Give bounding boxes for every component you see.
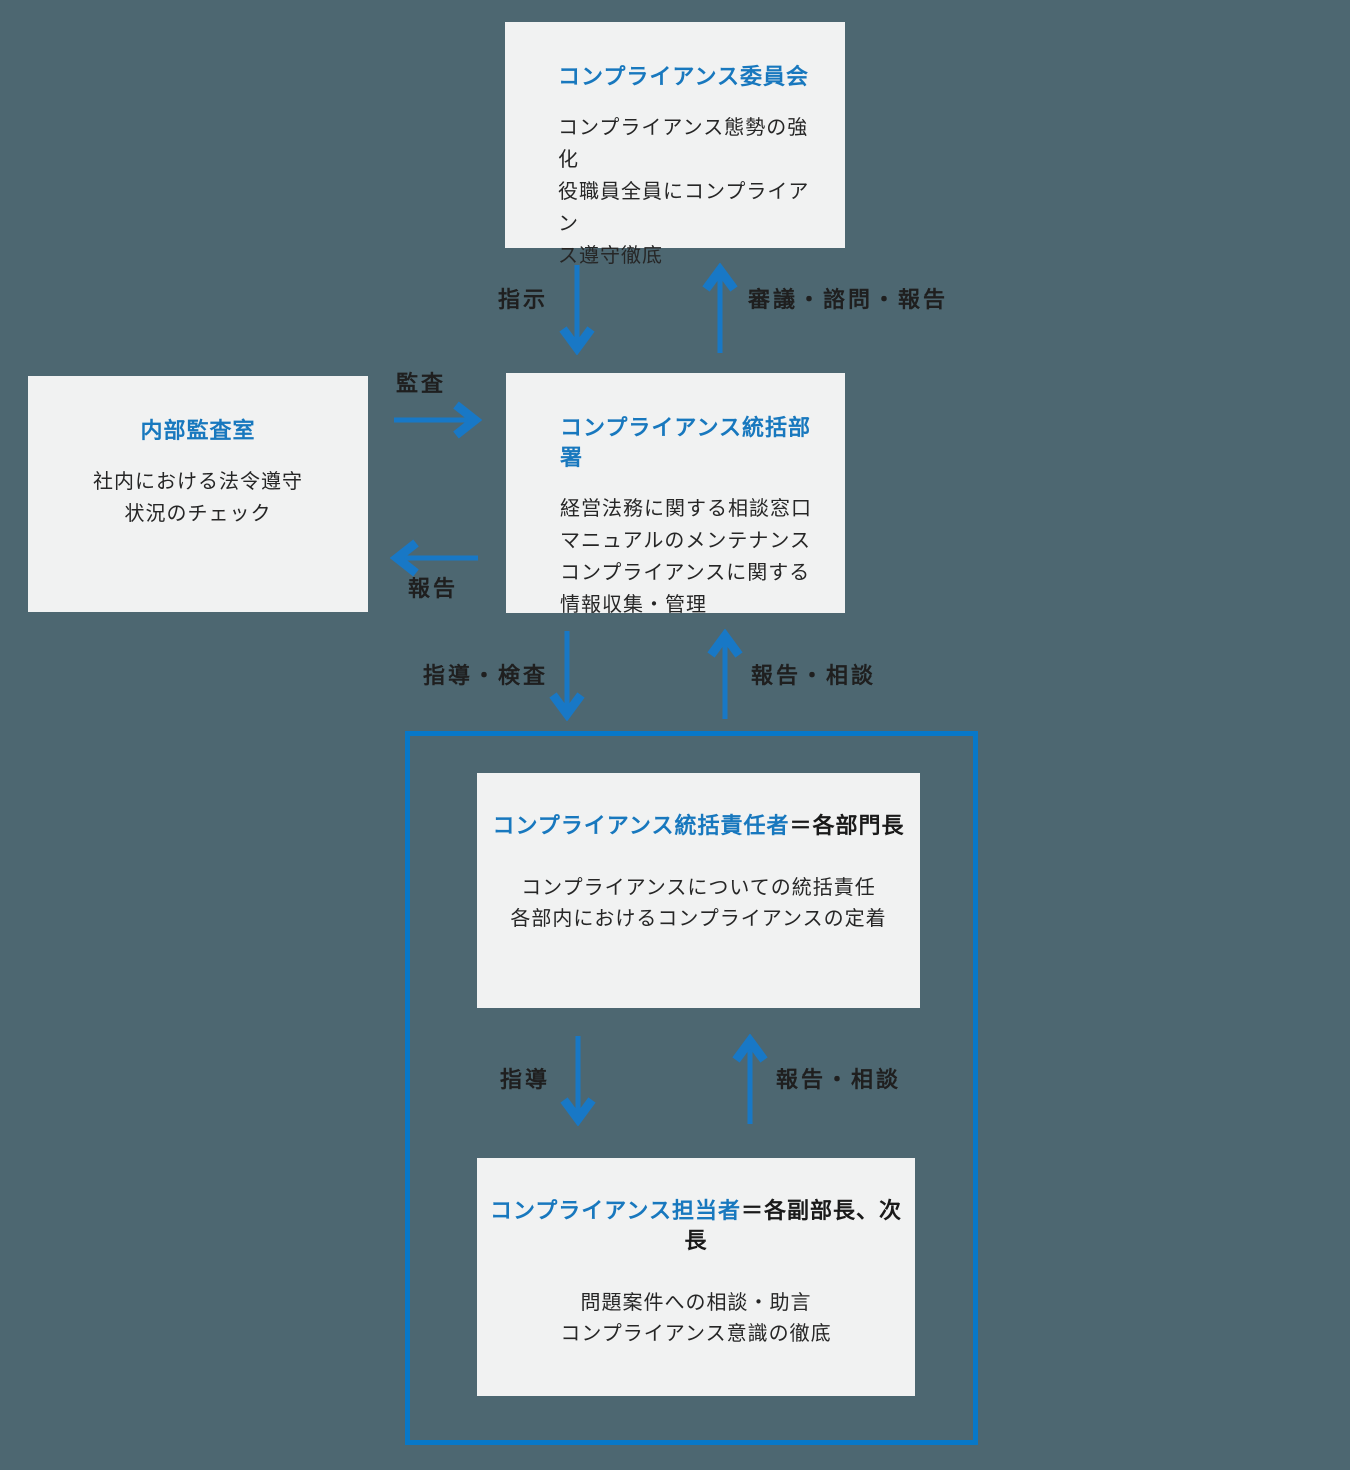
report-label: 報告 [408,576,459,601]
control-manager-title-black: ＝各部門長 [789,813,905,838]
internal-audit-line: 状況のチェック [124,503,272,525]
report-consultation-lower-label: 報告・相談 [776,1067,902,1092]
report-consultation-upper-label: 報告・相談 [751,663,877,688]
committee-line: コンプライアンス態勢の強化 [558,117,809,171]
staff-title-black: ＝各副部長、次長 [684,1198,903,1253]
staff-title: コンプライアンス担当者＝各副部長、次長 [487,1196,905,1256]
guidance-inspection-label: 指導・検査 [423,663,549,688]
arrow-up-deliberation-icon [700,263,740,355]
control-manager-description: コンプライアンスについての統括責任 各部内におけるコンプライアンスの定着 [487,873,910,935]
internal-audit-line: 社内における法令遵守 [93,471,303,493]
internal-audit-description: 社内における法令遵守 状況のチェック [44,466,352,530]
arrow-right-audit-icon [392,398,482,442]
control-manager-box: コンプライアンス統括責任者＝各部門長 コンプライアンスについての統括責任 各部内… [477,773,920,1008]
committee-box: コンプライアンス委員会 コンプライアンス態勢の強化 役職員全員にコンプライアン … [505,22,845,267]
control-department-line: コンプライアンスに関する [560,562,811,584]
departments-container: コンプライアンス統括責任者＝各部門長 コンプライアンスについての統括責任 各部内… [405,731,978,1445]
instruction-label: 指示 [498,287,549,312]
arrow-left-report-icon [390,536,480,580]
committee-line: ス遵守徹底 [558,245,663,267]
control-department-line: マニュアルのメンテナンス [560,530,811,552]
control-manager-line: 各部内におけるコンプライアンスの定着 [510,908,887,930]
control-department-title: コンプライアンス統括部署 [560,415,812,470]
staff-box: コンプライアンス担当者＝各副部長、次長 問題案件への相談・助言 コンプライアンス… [477,1158,915,1396]
control-department-description: 経営法務に関する相談窓口 マニュアルのメンテナンス コンプライアンスに関する 情… [560,493,823,621]
control-manager-title-blue: コンプライアンス統括責任者 [492,813,790,838]
committee-title: コンプライアンス委員会 [558,64,810,89]
staff-line: コンプライアンス意識の徹底 [560,1323,832,1345]
arrow-down-instruction-icon [557,263,597,355]
staff-title-blue: コンプライアンス担当者 [489,1198,741,1223]
arrow-up-report-consultation-inner-icon [730,1034,770,1126]
control-department-box: コンプライアンス統括部署 経営法務に関する相談窓口 マニュアルのメンテナンス コ… [506,373,845,616]
control-manager-line: コンプライアンスについての統括責任 [521,877,876,899]
control-department-line: 経営法務に関する相談窓口 [560,498,812,520]
arrow-up-report-consultation-icon [705,629,745,721]
arrow-down-guidance-inner-icon [558,1034,598,1126]
deliberation-label: 審議・諮問・報告 [748,287,949,312]
committee-line: 役職員全員にコンプライアン [558,181,810,235]
control-department-line: 情報収集・管理 [560,594,707,616]
staff-description: 問題案件への相談・助言 コンプライアンス意識の徹底 [487,1288,905,1350]
audit-label: 監査 [396,371,447,396]
control-manager-title: コンプライアンス統括責任者＝各部門長 [487,811,910,841]
arrow-down-guidance-icon [547,629,587,721]
staff-line: 問題案件への相談・助言 [580,1292,812,1314]
internal-audit-box: 内部監査室 社内における法令遵守 状況のチェック [28,376,368,612]
guidance-label: 指導 [500,1067,551,1092]
committee-description: コンプライアンス態勢の強化 役職員全員にコンプライアン ス遵守徹底 [558,112,823,272]
internal-audit-title: 内部監査室 [140,418,256,443]
